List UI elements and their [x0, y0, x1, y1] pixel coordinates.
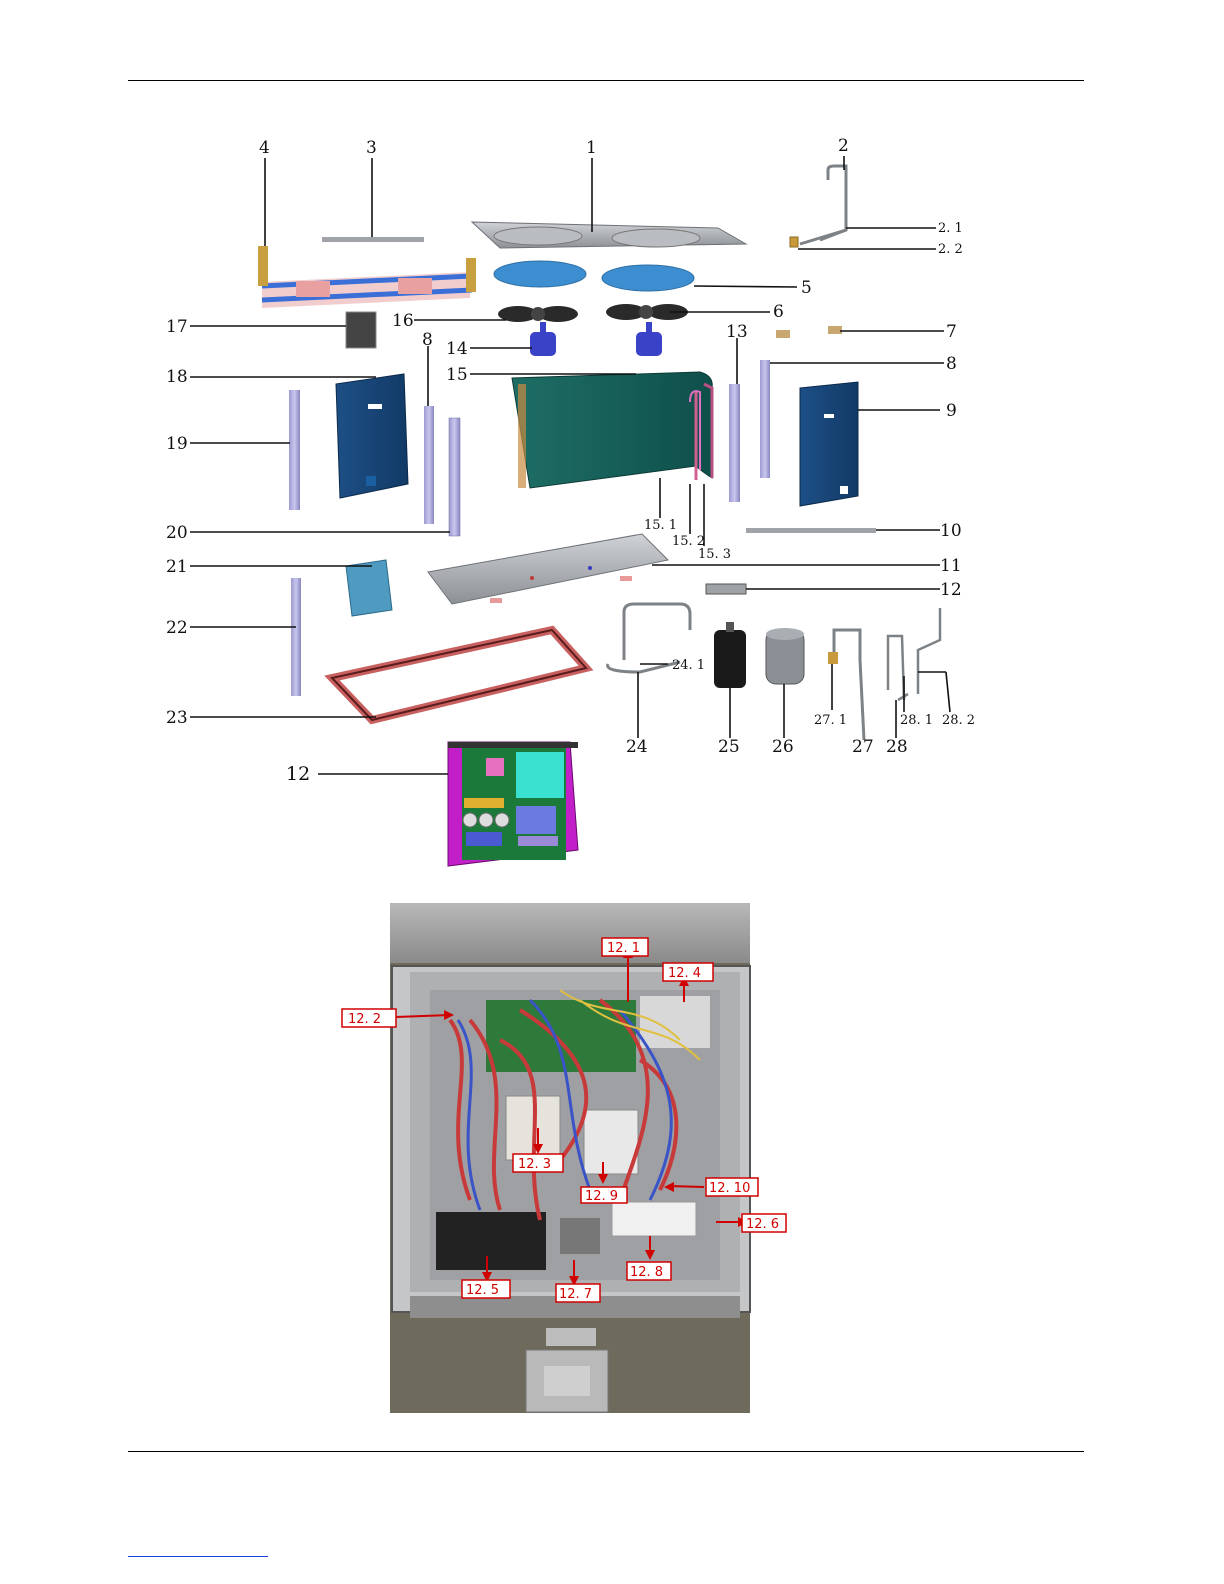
fan-motor-left	[530, 322, 556, 356]
callout-2-2: 2. 2	[938, 242, 963, 257]
callout-12-small: 12	[940, 580, 962, 600]
callout-7: 7	[946, 322, 957, 342]
callout-28: 28	[886, 737, 908, 757]
control-box-bracket	[706, 584, 746, 594]
control-box-part	[448, 742, 578, 866]
rear-post-right	[760, 360, 770, 478]
callout-15-1: 15. 1	[644, 518, 677, 533]
callout-13: 13	[726, 322, 748, 342]
callout-16: 16	[392, 311, 414, 331]
callout-20: 20	[166, 523, 188, 543]
callout-6: 6	[773, 302, 784, 322]
callout-25: 25	[718, 737, 740, 757]
callout-18: 18	[166, 367, 188, 387]
callout-27-1: 27. 1	[814, 713, 847, 728]
callout-26: 26	[772, 737, 794, 757]
small-cover-plate	[346, 312, 376, 348]
fan-grille-left	[494, 261, 586, 287]
photo-label-12-5: 12. 5	[466, 1283, 499, 1298]
photo-label-12-8: 12. 8	[630, 1265, 663, 1280]
photo-label-12-10: 12. 10	[709, 1181, 750, 1196]
bottom-rail-part	[746, 528, 876, 533]
callout-19: 19	[166, 434, 188, 454]
photo-label-12-7: 12. 7	[559, 1287, 592, 1302]
callout-15-3: 15. 3	[698, 547, 731, 562]
base-pan-part	[428, 534, 668, 604]
base-frame-part	[332, 630, 586, 720]
photo-label-12-3: 12. 3	[518, 1157, 551, 1172]
rear-post-left	[424, 406, 434, 524]
callout-17: 17	[166, 317, 188, 337]
fan-motor-right	[636, 322, 662, 356]
left-side-panel	[336, 374, 408, 498]
callout-4: 4	[259, 138, 270, 158]
callout-9: 9	[946, 401, 957, 421]
four-way-valve-pipes-part	[888, 608, 940, 700]
top-bar-part	[322, 237, 424, 242]
right-side-panel	[800, 382, 858, 506]
motor-bracket-block-right	[828, 326, 842, 334]
callout-2-1: 2. 1	[938, 221, 963, 236]
top-cover-part	[472, 222, 746, 248]
middle-post	[449, 418, 460, 536]
callout-15: 15	[446, 365, 468, 385]
callout-28-2: 28. 2	[942, 713, 975, 728]
photo-label-12-1: 12. 1	[607, 941, 640, 956]
callout-3: 3	[366, 138, 377, 158]
photo-label-12-2: 12. 2	[348, 1012, 381, 1027]
callout-8-left: 8	[422, 330, 433, 350]
callout-27: 27	[852, 737, 874, 757]
callout-2: 2	[838, 136, 849, 156]
photo-label-12-6: 12. 6	[746, 1217, 779, 1232]
callout-11: 11	[940, 556, 962, 576]
fan-grille-right	[602, 265, 694, 291]
corner-post-left	[289, 390, 300, 510]
callout-14: 14	[446, 339, 468, 359]
photo-label-12-4: 12. 4	[668, 966, 701, 981]
callout-21: 21	[166, 557, 188, 577]
photo-label-12-9: 12. 9	[585, 1189, 618, 1204]
callout-8-right: 8	[946, 354, 957, 374]
callout-12-large: 12	[286, 763, 310, 785]
compressor-part	[766, 628, 804, 684]
front-corner-post	[291, 578, 301, 696]
callout-5: 5	[801, 278, 812, 298]
top-frame-part	[258, 246, 476, 308]
fan-blade-left	[498, 306, 578, 322]
right-front-post	[729, 384, 740, 502]
callout-24: 24	[626, 737, 648, 757]
electrical-cover-plate	[346, 560, 392, 616]
condenser-coil-part	[512, 372, 712, 488]
accumulator-part	[714, 622, 746, 688]
pipe-assembly-part	[790, 166, 846, 247]
callout-22: 22	[166, 618, 188, 638]
callout-28-1: 28. 1	[900, 713, 933, 728]
callout-24-1: 24. 1	[672, 658, 705, 673]
callout-1: 1	[586, 138, 597, 158]
motor-bracket-block-left	[776, 330, 790, 338]
callout-10: 10	[940, 521, 962, 541]
callout-23: 23	[166, 708, 188, 728]
